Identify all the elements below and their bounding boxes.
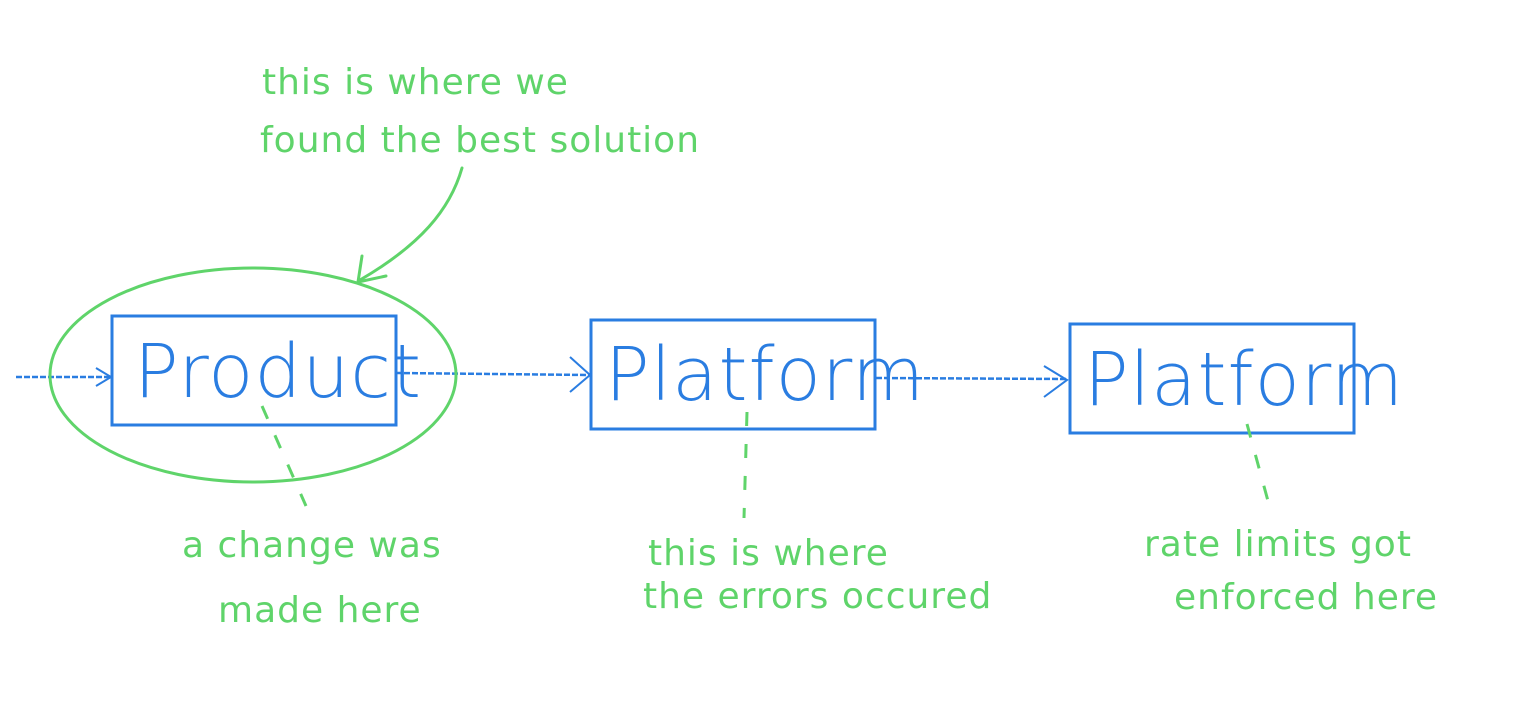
annotation-best-solution-line1: this is where we xyxy=(262,62,569,103)
annotation-errors-line1: this is where xyxy=(648,533,889,574)
annotation-best-solution-line2: found the best solution xyxy=(260,120,700,161)
product-box[interactable] xyxy=(110,314,398,427)
edge-platform-to-platform-arrow xyxy=(875,365,1069,398)
platform-label-2: Platform xyxy=(1084,337,1404,423)
platform-box-1[interactable] xyxy=(589,318,877,431)
annotation-best-solution: this is where we found the best solution xyxy=(260,62,700,161)
annotation-errors: this is where the errors occured xyxy=(643,533,992,617)
edge-product-to-platform-arrow xyxy=(395,356,592,393)
platform-label-1: Platform xyxy=(605,332,925,418)
edge-incoming-arrow xyxy=(16,367,113,387)
platform-box-2[interactable] xyxy=(1068,322,1356,435)
annotation-rate-limits-line2: enforced here xyxy=(1174,577,1438,618)
highlight-ellipse xyxy=(48,266,458,484)
best-solution-pointer-arrow xyxy=(356,166,464,284)
annotation-change-line2: made here xyxy=(218,590,422,631)
annotation-change-line1: a change was xyxy=(182,525,442,566)
annotation-errors-line2: the errors occured xyxy=(643,576,992,617)
annotation-rate-limits-line1: rate limits got xyxy=(1144,524,1412,565)
annotation-rate-limits: rate limits got enforced here xyxy=(1144,524,1438,618)
product-label: Product xyxy=(134,329,422,415)
change-leader-line xyxy=(260,405,308,507)
annotation-change: a change was made here xyxy=(182,525,442,631)
rate-limits-leader-line xyxy=(1245,423,1273,513)
